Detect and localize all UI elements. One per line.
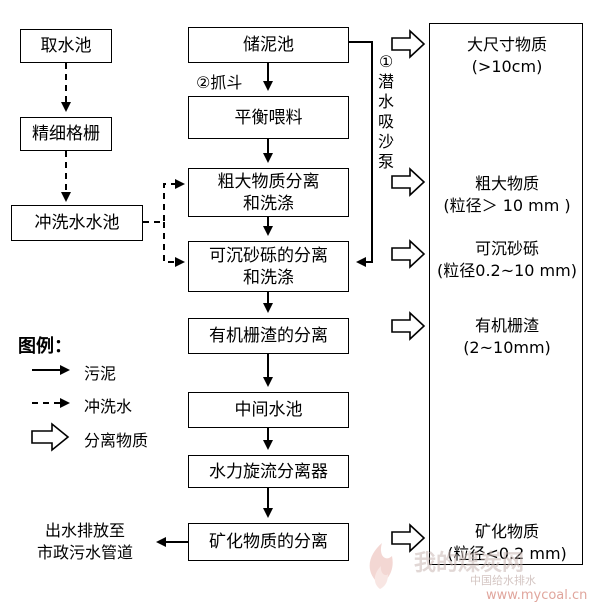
outlet-line2: 市政污水管道	[36, 543, 133, 562]
intake-tank-box: 取水池	[20, 29, 112, 63]
legend-sludge-label: 污泥	[84, 364, 117, 383]
material-organic-name: 有机栅渣	[474, 316, 539, 335]
organic-separation-box: 有机栅渣的分离	[188, 318, 349, 354]
hollow-arrow-2	[391, 167, 426, 197]
material-large-size: (>10cm)	[471, 57, 543, 76]
material-organic-size: (2~10mm)	[463, 338, 551, 357]
material-grit: 可沉砂砾 (粒径0.2~10 mm)	[422, 238, 592, 282]
rinse-branch-2	[163, 222, 185, 267]
outlet-line1: 出水排放至	[44, 521, 125, 540]
material-large-name: 大尺寸物质	[466, 35, 547, 54]
coarse-separation-line1: 粗大物质分离	[217, 171, 320, 192]
hollow-arrow-5	[391, 523, 426, 553]
material-coarse-size: (粒径＞ 10 mm )	[443, 196, 571, 215]
fine-screen-box: 精细格栅	[20, 117, 112, 151]
pump-label-char: ①	[378, 52, 394, 71]
pump-return-line	[349, 41, 373, 267]
hollow-arrow-1	[391, 29, 426, 59]
grit-separation-line1: 可沉砂砾的分离	[209, 245, 328, 266]
pump-label-char: 沙	[377, 132, 394, 151]
pump-label: ① 潜 水 吸 沙 泵	[376, 52, 396, 172]
material-mineral-size: (粒径<0.2 mm)	[447, 544, 567, 563]
pump-label-char: 水	[377, 92, 394, 111]
hollow-arrow-4	[391, 311, 426, 341]
material-mineral-name: 矿化物质	[474, 522, 539, 541]
material-coarse: 粗大物质 (粒径＞ 10 mm )	[422, 173, 592, 217]
legend-title: 图例：	[18, 336, 72, 357]
material-coarse-name: 粗大物质	[474, 174, 539, 193]
rinse-tank-box: 冲洗水水池	[11, 205, 143, 241]
watermark-main: 我的煤炭网	[414, 551, 525, 576]
outlet-label: 出水排放至 市政污水管道	[10, 520, 160, 564]
rinse-branch	[143, 179, 185, 223]
watermark-sub: 中国给水排水	[470, 574, 536, 587]
balance-feed-box: 平衡喂料	[188, 96, 349, 139]
pump-label-char: 吸	[377, 112, 394, 131]
coarse-separation-line2: 和洗涤	[243, 193, 294, 214]
hydrocyclone-box: 水力旋流分离器	[188, 455, 349, 488]
watermark-url: www.mycoal.cn	[486, 588, 588, 603]
middle-tank-box: 中间水池	[188, 392, 349, 428]
grit-separation-box: 可沉砂砾的分离 和洗涤	[188, 241, 349, 292]
sludge-tank-box: 储泥池	[188, 27, 349, 63]
coarse-separation-box: 粗大物质分离 和洗涤	[188, 168, 349, 217]
separated-materials-panel	[429, 23, 583, 565]
legend-hollow-arrow	[31, 422, 70, 452]
mineral-separation-box: 矿化物质的分离	[188, 523, 349, 561]
legend-separated-label: 分离物质	[84, 431, 149, 450]
watermark-logo	[369, 543, 393, 589]
material-organic: 有机栅渣 (2~10mm)	[422, 315, 592, 359]
hollow-arrow-3	[391, 239, 426, 269]
material-grit-name: 可沉砂砾	[474, 239, 539, 258]
grab-bucket-label: ②抓斗	[196, 73, 243, 92]
material-mineral: 矿化物质 (粒径<0.2 mm)	[422, 521, 592, 565]
grit-separation-line2: 和洗涤	[243, 267, 294, 288]
legend-rinse-label: 冲洗水	[84, 397, 133, 416]
material-large: 大尺寸物质 (>10cm)	[422, 34, 592, 78]
pump-label-char: 泵	[377, 152, 394, 171]
pump-label-char: 潜	[377, 72, 394, 91]
material-grit-size: (粒径0.2~10 mm)	[437, 261, 577, 280]
